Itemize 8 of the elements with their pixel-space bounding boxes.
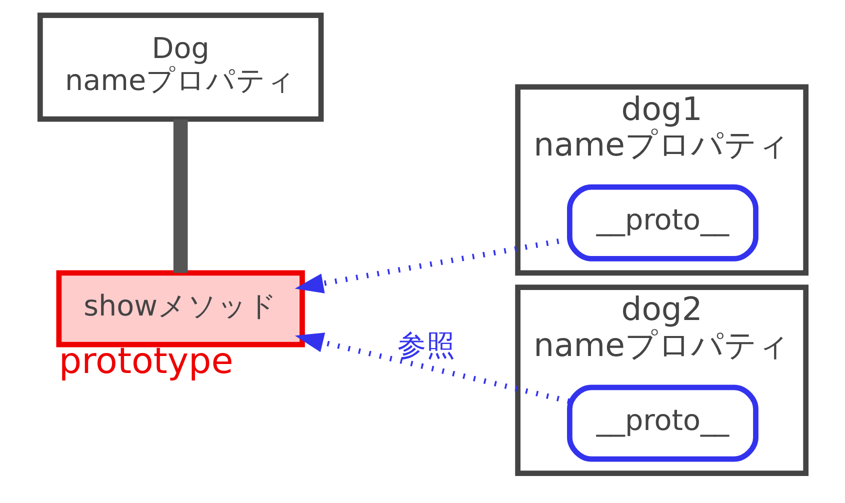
node-box: Dog nameプロパティ bbox=[36, 12, 324, 122]
arrow bbox=[294, 332, 570, 404]
node-box: __proto__ bbox=[566, 384, 758, 462]
node-box: __proto__ bbox=[566, 184, 758, 262]
connector bbox=[172, 119, 188, 273]
node-box: showメソッド bbox=[56, 270, 304, 348]
edge-label: 参照 bbox=[397, 328, 456, 362]
arrow bbox=[294, 236, 570, 294]
